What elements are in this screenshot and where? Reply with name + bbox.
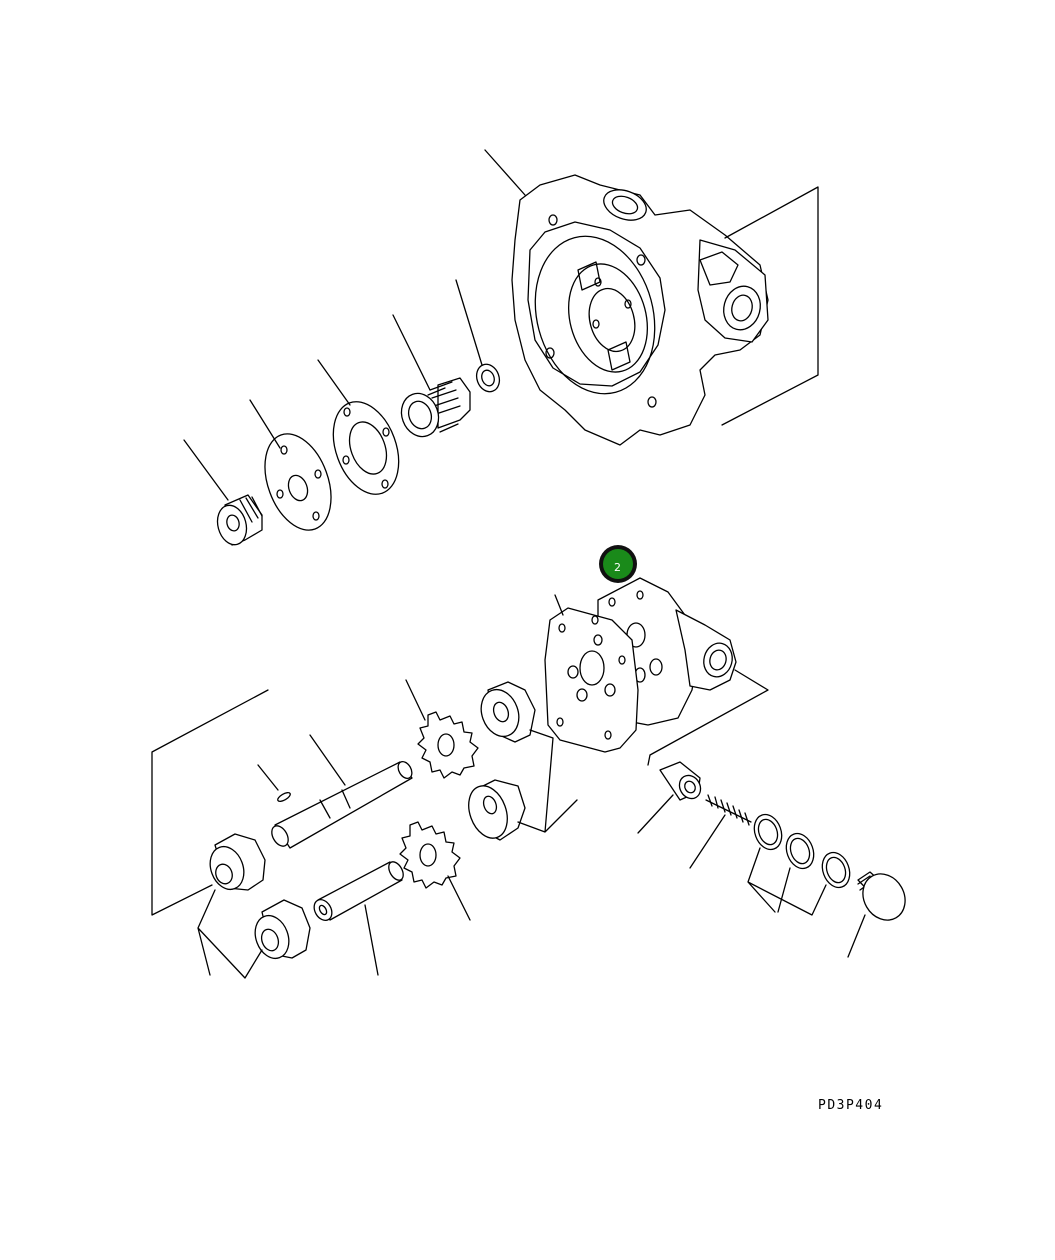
bushing-lower: [468, 779, 526, 841]
front-bushing-lower: [254, 899, 311, 960]
leader-line: [183, 439, 229, 501]
leader-line: [309, 734, 346, 786]
driven-shaft: [313, 861, 404, 921]
shim-washers: [753, 813, 851, 889]
leader-line: [455, 279, 483, 366]
leader-line: [249, 399, 281, 449]
leader-line: [405, 679, 426, 721]
leader-line: [847, 914, 866, 958]
flange-plate: [264, 433, 332, 531]
leader-line: [484, 149, 526, 196]
callout-badge[interactable]: 2: [599, 545, 637, 583]
bracket-line: [517, 729, 578, 833]
drive-shaft: [271, 760, 413, 849]
bracket-line: [647, 669, 769, 766]
bracket-line: [197, 889, 263, 979]
plug: [857, 871, 906, 921]
leader-line: [364, 904, 379, 976]
o-ring-small: [475, 363, 501, 393]
leader-line: [257, 764, 279, 791]
relief-valve-spool: [659, 761, 702, 801]
spline-coupling: [216, 494, 263, 546]
pump-housing: [511, 174, 769, 446]
leader-line: [317, 359, 351, 406]
gasket: [332, 401, 400, 495]
drive-gear-upper: [417, 711, 479, 779]
bracket-line: [721, 186, 819, 426]
key: [277, 791, 291, 803]
callout-number: 2: [614, 561, 621, 574]
leader-line: [392, 314, 431, 391]
threaded-fitting: [400, 377, 471, 438]
front-bushing-upper: [209, 833, 266, 891]
leader-line: [637, 794, 674, 834]
drawing-code: PD3P404: [818, 1098, 883, 1113]
leader-line: [447, 875, 471, 921]
bracket-line: [151, 689, 269, 916]
leader-line: [554, 594, 564, 616]
bracket-line: [747, 847, 827, 916]
leader-line: [689, 814, 726, 869]
spring: [705, 794, 752, 826]
drive-gear-lower: [399, 821, 461, 889]
side-plate: [544, 607, 639, 753]
bushing-upper: [480, 681, 536, 743]
